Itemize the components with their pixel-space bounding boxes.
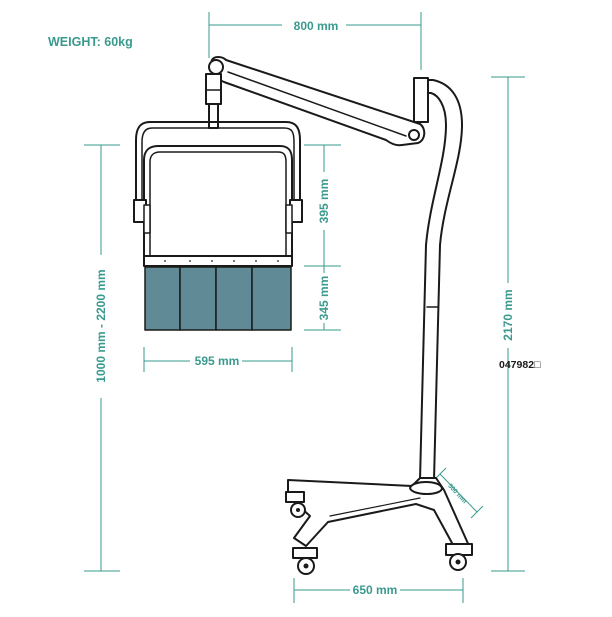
total-height-label: 2170 mm [501, 289, 515, 340]
column-top-bracket [413, 77, 429, 123]
head-upper-label: 395 mm [317, 179, 331, 224]
head-band-dots [164, 260, 279, 262]
panel-2 [179, 266, 217, 331]
weight-label: WEIGHT: 60kg [48, 35, 133, 49]
base-hub [409, 481, 443, 495]
caster-back-left [285, 491, 306, 518]
hinge-left-clip [143, 204, 151, 234]
support-arm [209, 56, 426, 147]
product-code: 047982□ [499, 359, 541, 371]
dimension-labels: WEIGHT: 60kg 800 mm 2170 mm 1000 mm - 22… [48, 19, 515, 597]
base-frame [287, 477, 471, 555]
base-leg-inner [329, 497, 421, 517]
panel-4 [251, 266, 292, 331]
equipment-outline [133, 56, 473, 575]
head-band [143, 255, 293, 267]
caster-right [445, 543, 473, 571]
column-pole [419, 79, 463, 481]
yoke-frame-inner [141, 127, 295, 211]
caster-front-left [292, 547, 318, 575]
panel-3 [215, 266, 253, 331]
head-top-frame [143, 145, 293, 257]
arm-inner-line [227, 71, 407, 137]
head-top-inner [149, 151, 287, 257]
yoke-frame [135, 121, 301, 211]
arm-pivot-right [408, 129, 420, 141]
hinge-right-clip [285, 204, 293, 234]
arm-reach-label: 800 mm [294, 19, 339, 33]
arm-pivot-left [208, 59, 224, 75]
panel-1 [144, 266, 181, 331]
yoke-neck [205, 73, 222, 105]
base-leg-tick-bottom [470, 505, 484, 519]
head-width-label: 595 mm [195, 354, 240, 368]
base-width-label: 650 mm [353, 583, 398, 597]
base-leg-line [439, 473, 478, 513]
dimension-lines [84, 12, 525, 603]
head-lower-label: 345 mm [317, 276, 331, 321]
yoke-neck-lower [208, 103, 219, 129]
height-range-label: 1000 mm - 2200 mm [94, 269, 108, 382]
